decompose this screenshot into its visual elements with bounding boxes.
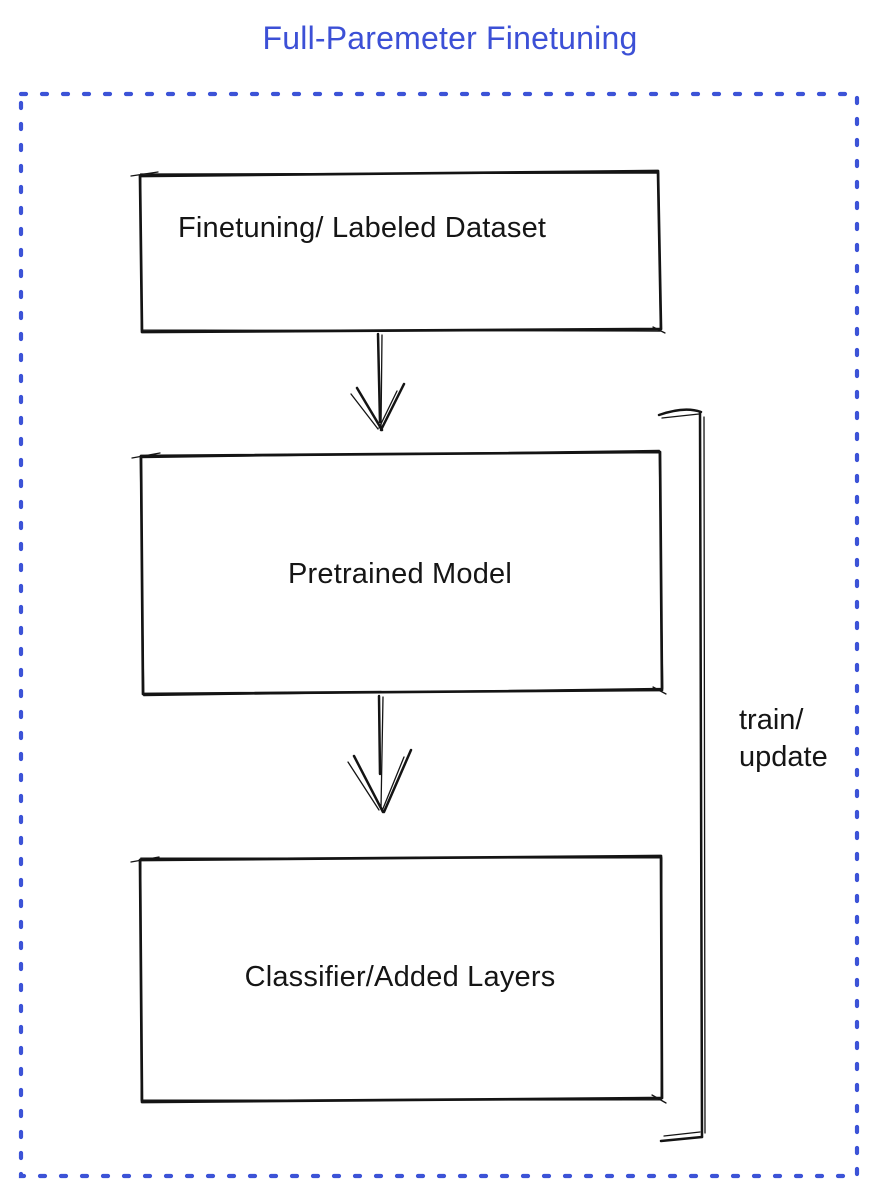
arrow-dataset-to-model	[350, 332, 406, 432]
train-update-label: train/ update	[739, 702, 828, 776]
train-update-label-line2: update	[739, 741, 828, 773]
finetuning-dataset-label: Finetuning/ Labeled Dataset	[178, 212, 547, 244]
train-update-label-line1: train/	[739, 704, 804, 736]
arrow-model-to-classifier	[347, 694, 413, 814]
dotted-frame	[18, 91, 860, 1179]
pretrained-model-label: Pretrained Model	[287, 558, 513, 590]
finetuning-dataset-box	[130, 169, 666, 334]
pretrained-model-box	[131, 449, 667, 697]
classifier-added-layers-box	[130, 854, 667, 1104]
classifier-added-layers-label: Classifier/Added Layers	[244, 961, 556, 993]
train-update-bracket	[657, 408, 706, 1143]
diagram-title: Full-Paremeter Finetuning	[262, 20, 638, 56]
